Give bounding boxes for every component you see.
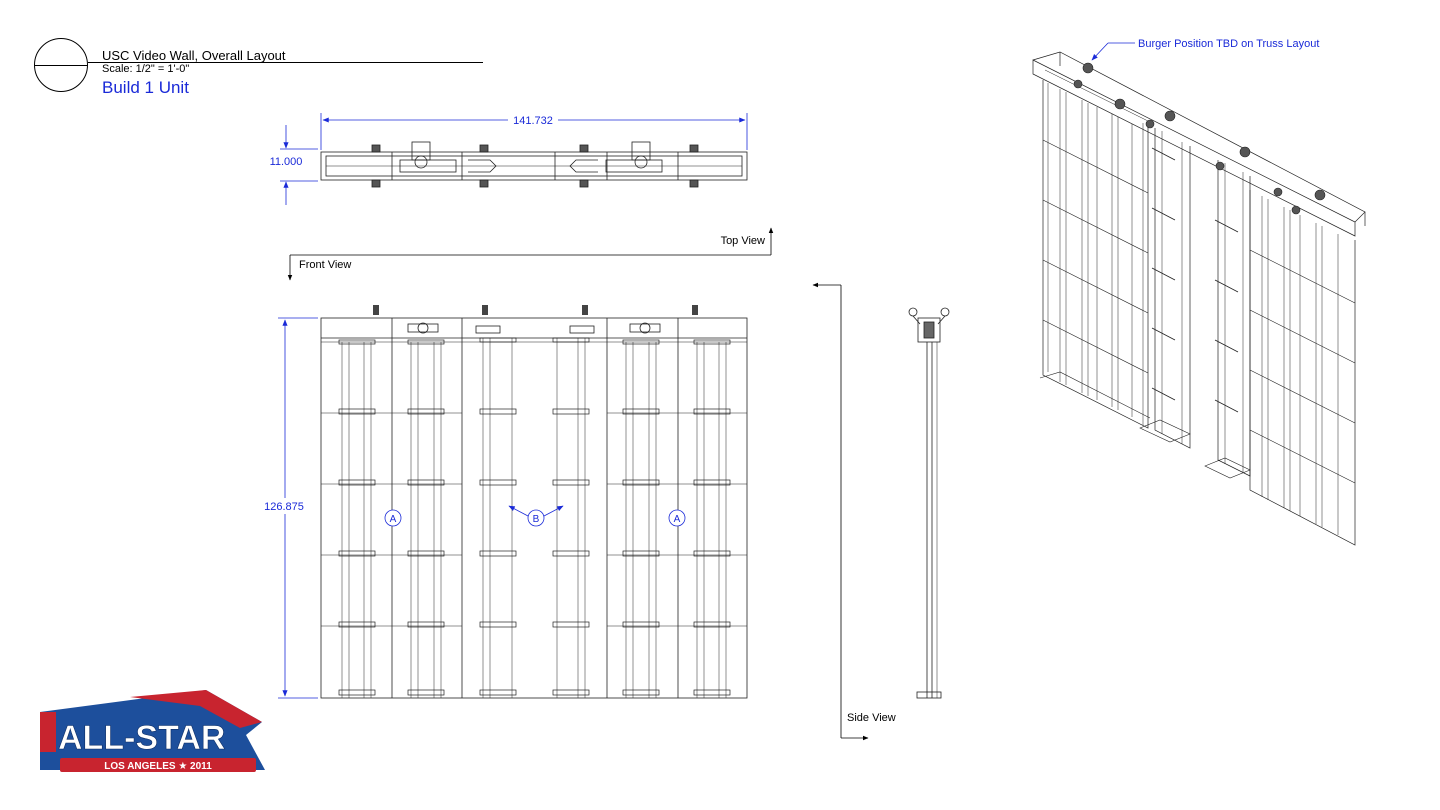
top-view-marker: Top View xyxy=(290,227,774,256)
height-dimension-text: 126.875 xyxy=(264,501,304,513)
title-underline xyxy=(88,62,483,63)
side-view-drawing xyxy=(908,307,950,699)
burger-note-callout: Burger Position TBD on Truss Layout xyxy=(1091,38,1319,61)
depth-dimension: 11.000 xyxy=(270,125,318,205)
front-view-label: Front View xyxy=(299,259,351,271)
burger-note-text: Burger Position TBD on Truss Layout xyxy=(1138,38,1319,50)
height-dimension: 126.875 xyxy=(260,317,318,699)
width-dimension-text: 141.732 xyxy=(513,115,553,127)
logo-sub-text: LOS ANGELES ★ 2011 xyxy=(104,761,212,772)
depth-dimension-text: 11.000 xyxy=(270,156,303,168)
panel-b-label: B xyxy=(533,514,540,525)
side-view-marker: Side View xyxy=(812,282,896,741)
side-view-label: Side View xyxy=(847,712,896,724)
panel-a-callout-left: A xyxy=(384,509,402,527)
panel-a-label-right: A xyxy=(674,514,681,525)
width-dimension: 141.732 xyxy=(320,113,748,150)
drawing-scale: Scale: 1/2" = 1'-0" xyxy=(102,63,190,75)
nba-logo-icon xyxy=(40,712,56,752)
logo-main-text: ALL-STAR xyxy=(58,719,225,757)
front-view-drawing xyxy=(320,305,748,699)
top-view-label: Top View xyxy=(721,235,765,247)
top-view-drawing xyxy=(320,141,748,188)
panel-a-callout-right: A xyxy=(668,509,686,527)
drawing-title: USC Video Wall, Overall Layout xyxy=(102,48,286,63)
panel-a-label-left: A xyxy=(390,514,397,525)
isometric-view-drawing xyxy=(1032,51,1366,546)
all-star-logo: ALL-STAR LOS ANGELES ★ 2011 xyxy=(40,690,265,772)
title-block: USC Video Wall, Overall Layout Scale: 1/… xyxy=(34,36,483,106)
panel-b-callout: B xyxy=(508,505,564,527)
front-view-marker: Front View xyxy=(287,255,351,281)
title-bubble xyxy=(34,38,88,92)
build-note: Build 1 Unit xyxy=(102,78,189,97)
